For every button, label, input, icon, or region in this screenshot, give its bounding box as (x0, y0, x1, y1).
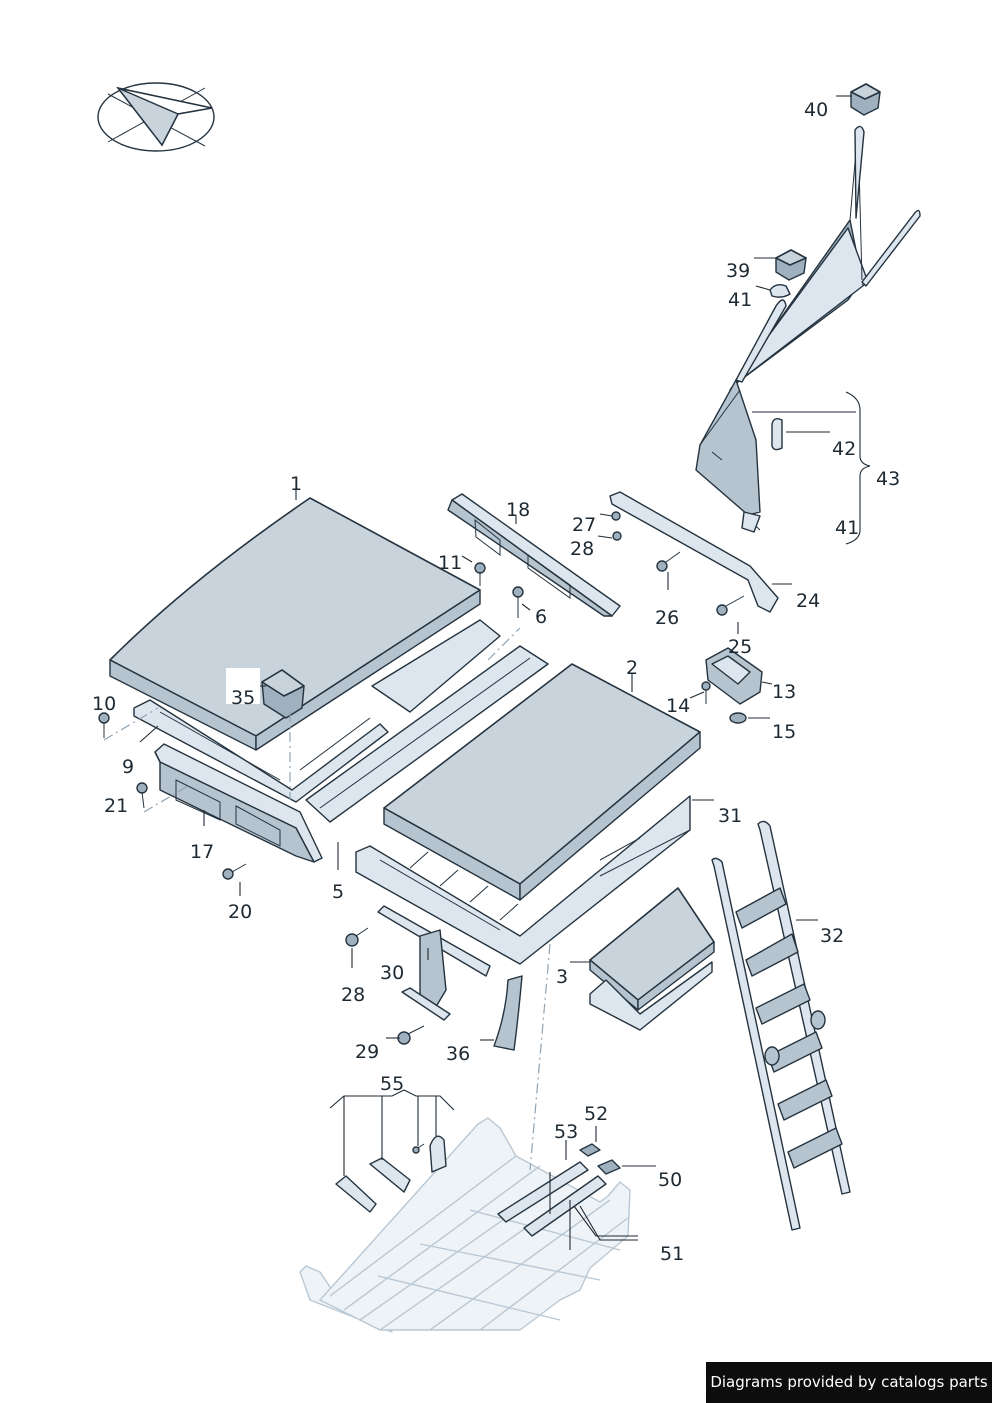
part-36-curved-piece (493, 975, 523, 1051)
callout-53: 53 (554, 1121, 578, 1143)
direction-arrow-icon (97, 82, 215, 152)
callout-26: 26 (655, 607, 679, 629)
callout-5: 5 (332, 881, 344, 903)
callout-32: 32 (820, 925, 844, 947)
callout-55: 55 (380, 1073, 404, 1095)
callout-15: 15 (772, 721, 796, 743)
callout-50: 50 (658, 1169, 682, 1191)
part-42-handle (771, 417, 783, 451)
parts-50-53-strips (497, 1143, 621, 1237)
part-40-cap (850, 83, 881, 116)
callout-39: 39 (726, 260, 750, 282)
callout-20: 20 (228, 901, 252, 923)
callout-10: 10 (92, 693, 116, 715)
callout-29: 29 (355, 1041, 379, 1063)
callout-31: 31 (718, 805, 742, 827)
assembly-lines (103, 627, 551, 1171)
part-3-mats (589, 887, 715, 1031)
callout-25: 25 (728, 636, 752, 658)
callout-3: 3 (556, 966, 568, 988)
part-31-bed-frame (355, 795, 691, 965)
callout-51: 51 (660, 1243, 684, 1265)
callout-42: 42 (832, 438, 856, 460)
part-18-frame (447, 493, 621, 617)
callout-24: 24 (796, 590, 820, 612)
callout-18: 18 (506, 499, 530, 521)
callout-9: 9 (122, 756, 134, 778)
callout-13: 13 (772, 681, 796, 703)
callout-6: 6 (535, 606, 547, 628)
part-5-strip (305, 645, 549, 823)
part-2-floor-panel (383, 663, 701, 901)
callout-41-top: 41 (728, 289, 752, 311)
part-41-clip (769, 283, 791, 298)
callout-labels: 1 2 3 5 6 9 10 11 13 14 15 17 18 20 21 2… (92, 99, 900, 1265)
part-17-frame (154, 743, 323, 863)
callout-35: 35 (231, 687, 255, 709)
screws (98, 511, 745, 1154)
callout-11: 11 (438, 552, 462, 574)
part-1-roof (109, 497, 501, 803)
part-24-rail (609, 491, 779, 613)
callout-14: 14 (666, 695, 690, 717)
part-39-cap (775, 249, 807, 281)
part-13-bracket (705, 647, 763, 724)
callout-1: 1 (290, 473, 302, 495)
vehicle-bed-ghost (299, 1117, 631, 1333)
leader-lines (139, 95, 871, 1250)
part-43-side-panel (695, 125, 921, 533)
callout-28-top: 28 (570, 538, 594, 560)
callout-36: 36 (446, 1043, 470, 1065)
callout-30: 30 (380, 962, 404, 984)
part-35-bracket (226, 668, 305, 719)
callout-52: 52 (584, 1103, 608, 1125)
callout-2: 2 (626, 657, 638, 679)
callout-40: 40 (804, 99, 828, 121)
callout-28-bottom: 28 (341, 984, 365, 1006)
callout-17: 17 (190, 841, 214, 863)
callout-21: 21 (104, 795, 128, 817)
callout-27: 27 (572, 514, 596, 536)
credit-footer: Diagrams provided by catalogs parts (706, 1362, 992, 1403)
parts-55-brackets (335, 1135, 447, 1213)
callout-41-bottom: 41 (835, 517, 859, 539)
part-30-bracket (377, 905, 491, 1021)
callout-43: 43 (876, 468, 900, 490)
part-32-ladder (711, 820, 851, 1231)
